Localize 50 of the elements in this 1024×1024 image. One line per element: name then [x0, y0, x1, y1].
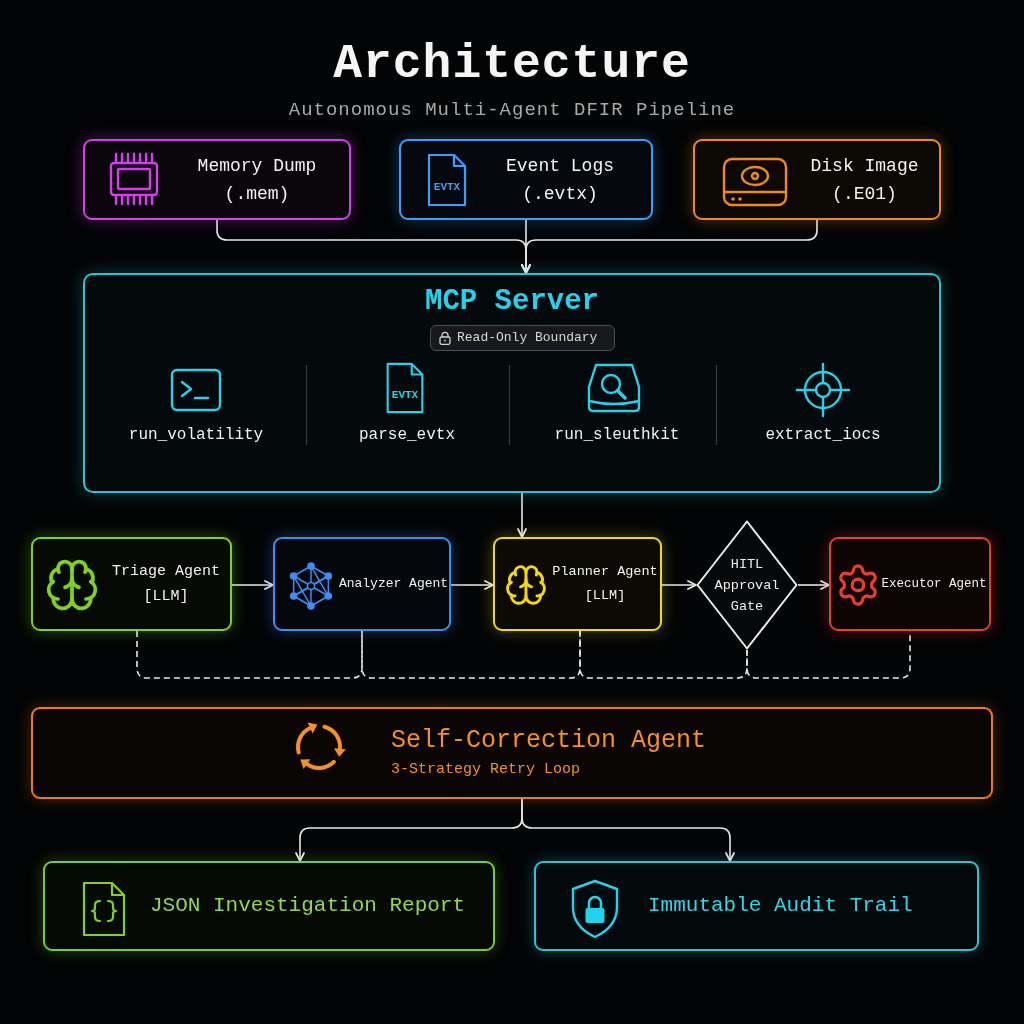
tool-label: run_volatility: [128, 425, 264, 446]
agent-box: [31, 537, 232, 631]
box-title: Triage Agent: [112, 562, 220, 582]
dashed-connector: [361, 630, 581, 679]
diamond-label: HITL Approval Gate: [713, 555, 781, 616]
output-box: [43, 861, 495, 951]
box-title: Planner Agent: [552, 563, 658, 581]
decision-diamond: [696, 520, 798, 650]
dashed-connector: [136, 630, 363, 679]
input-box: [399, 139, 653, 220]
box-title: Read-Only Boundary: [457, 329, 598, 347]
box-title: Memory Dump: [197, 154, 317, 178]
file-type-label: EVTX: [391, 389, 419, 402]
box-title: JSON Investigation Report: [150, 893, 466, 919]
dashed-connector: [579, 630, 748, 679]
diagram-title: Architecture: [333, 36, 691, 92]
diagram-subtitle: Autonomous Multi-Agent DFIR Pipeline: [288, 98, 736, 122]
agent-box: [493, 537, 662, 631]
box-subtitle: [LLM]: [143, 587, 189, 607]
arrow: [517, 492, 527, 538]
input-box: [83, 139, 351, 220]
arrow: [521, 219, 818, 274]
box-title: MCP Server: [425, 284, 599, 320]
boundary-badge: [430, 325, 615, 351]
input-box: [693, 139, 941, 220]
box-subtitle: (.evtx): [522, 182, 598, 206]
box-subtitle: (.E01): [832, 182, 897, 206]
tool-label: run_sleuthkit: [554, 425, 680, 446]
tool-label: extract_iocs: [765, 425, 881, 446]
file-type-label: EVTX: [433, 181, 461, 194]
box-title: Immutable Audit Trail: [648, 893, 913, 919]
box-subtitle: [LLM]: [584, 587, 626, 605]
arrow: [231, 580, 274, 590]
box-subtitle: 3-Strategy Retry Loop: [391, 760, 581, 780]
output-box: [534, 861, 979, 951]
agent-box: [273, 537, 451, 631]
box-title: Analyzer Agent: [338, 575, 449, 593]
arrow: [450, 580, 494, 590]
arrow: [521, 798, 735, 862]
box-title: Self-Correction Agent: [391, 725, 707, 757]
arrow: [661, 580, 697, 590]
agent-box: [829, 537, 991, 631]
server-panel: [83, 273, 941, 493]
tool-label: parse_evtx: [359, 425, 455, 446]
box-title: Disk Image: [810, 154, 919, 178]
loop-panel: [31, 707, 993, 799]
arrow: [797, 580, 830, 590]
box-subtitle: (.mem): [224, 182, 290, 206]
box-title: Event Logs: [506, 154, 614, 178]
box-title: Executor Agent: [881, 576, 987, 593]
